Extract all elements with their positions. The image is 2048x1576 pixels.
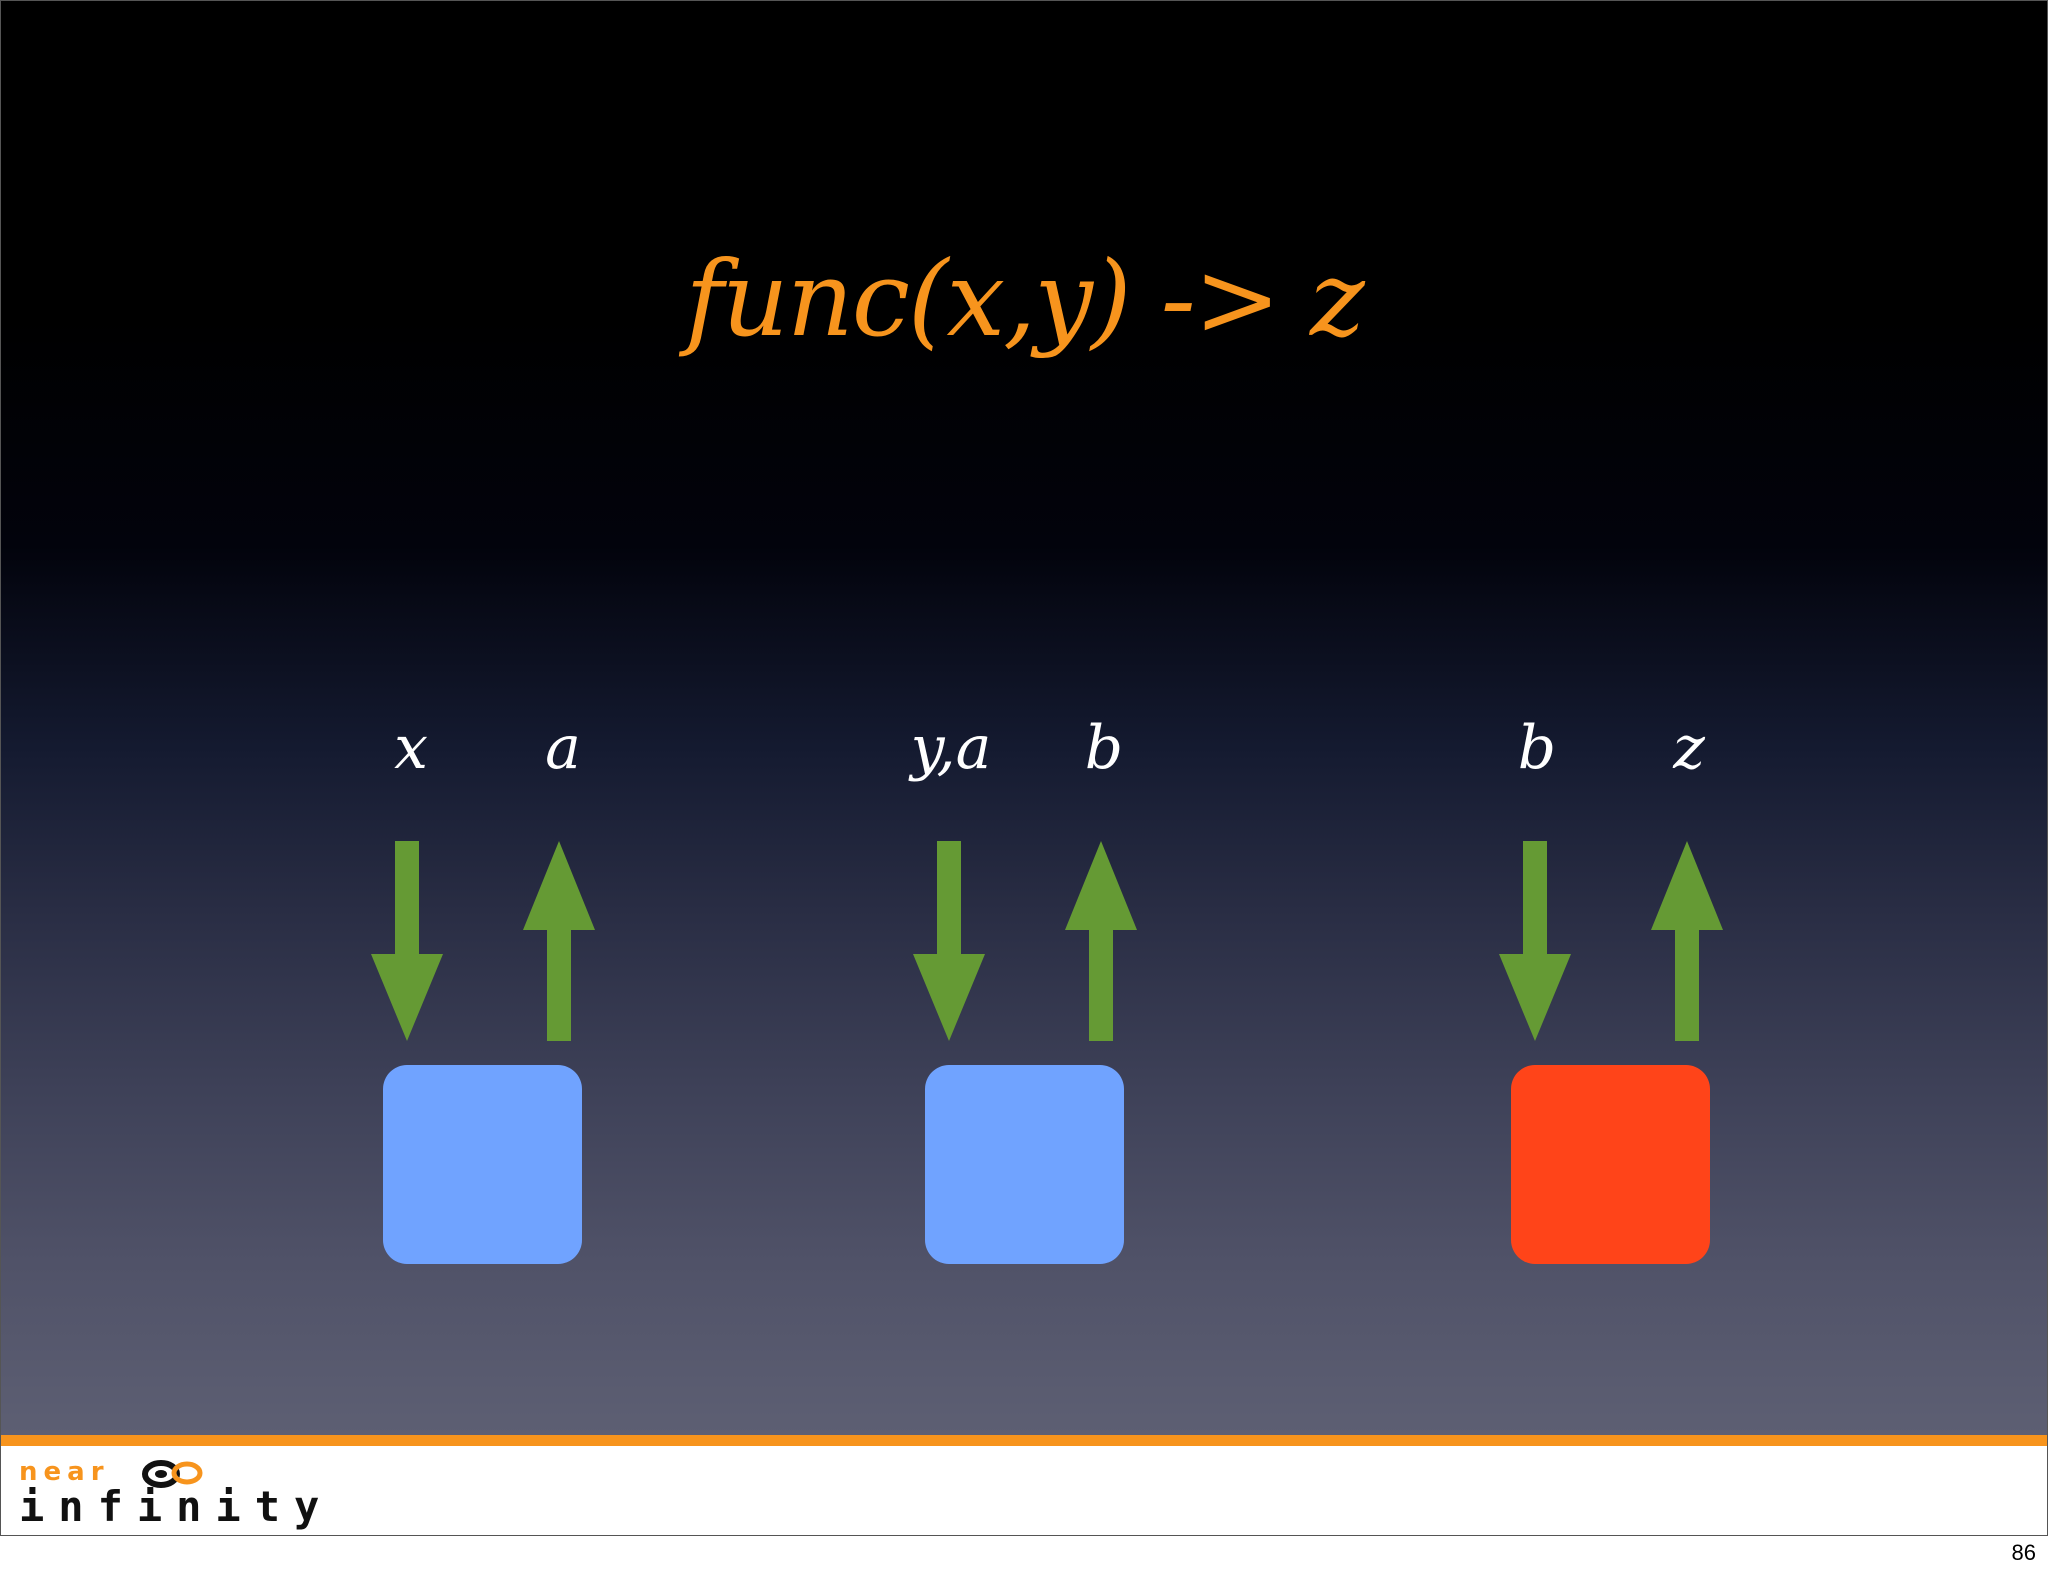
stage-1-input-arrow	[371, 841, 443, 1041]
stage-2-input-label: y,a	[910, 713, 992, 783]
footer-accent-band	[1, 1435, 2047, 1446]
near-infinity-logo: near infinity	[19, 1457, 379, 1531]
logo-word-near: near	[19, 1457, 110, 1487]
slide: func(x,y) -> z x a y,a b b z near i	[0, 0, 2048, 1536]
stage-1-output-arrow	[523, 841, 595, 1041]
stage-2-box	[925, 1065, 1124, 1264]
stage-2-input-arrow	[913, 841, 985, 1041]
stage-3-output-label: z	[1673, 713, 1705, 783]
stage-3-input-arrow	[1499, 841, 1571, 1041]
stage-1-input-label: x	[394, 713, 428, 783]
stage-2-output-label: b	[1084, 713, 1124, 783]
slide-title: func(x,y) -> z	[685, 238, 1365, 360]
stage-2	[913, 841, 1137, 1264]
stage-1	[371, 841, 595, 1264]
logo-word-infinity: infinity	[19, 1482, 334, 1531]
stage-2-output-arrow	[1065, 841, 1137, 1041]
infinity-symbol-icon	[142, 1460, 203, 1488]
stage-3-box	[1511, 1065, 1710, 1264]
stage-1-box	[383, 1065, 582, 1264]
stage-3	[1499, 841, 1723, 1264]
stage-1-output-label: a	[545, 713, 581, 783]
stage-3-input-label: b	[1517, 713, 1557, 783]
page-number: 86	[2011, 1540, 2036, 1565]
footer-bar	[1, 1446, 2047, 1535]
pipeline-diagram	[371, 841, 1723, 1264]
stage-3-output-arrow	[1651, 841, 1723, 1041]
